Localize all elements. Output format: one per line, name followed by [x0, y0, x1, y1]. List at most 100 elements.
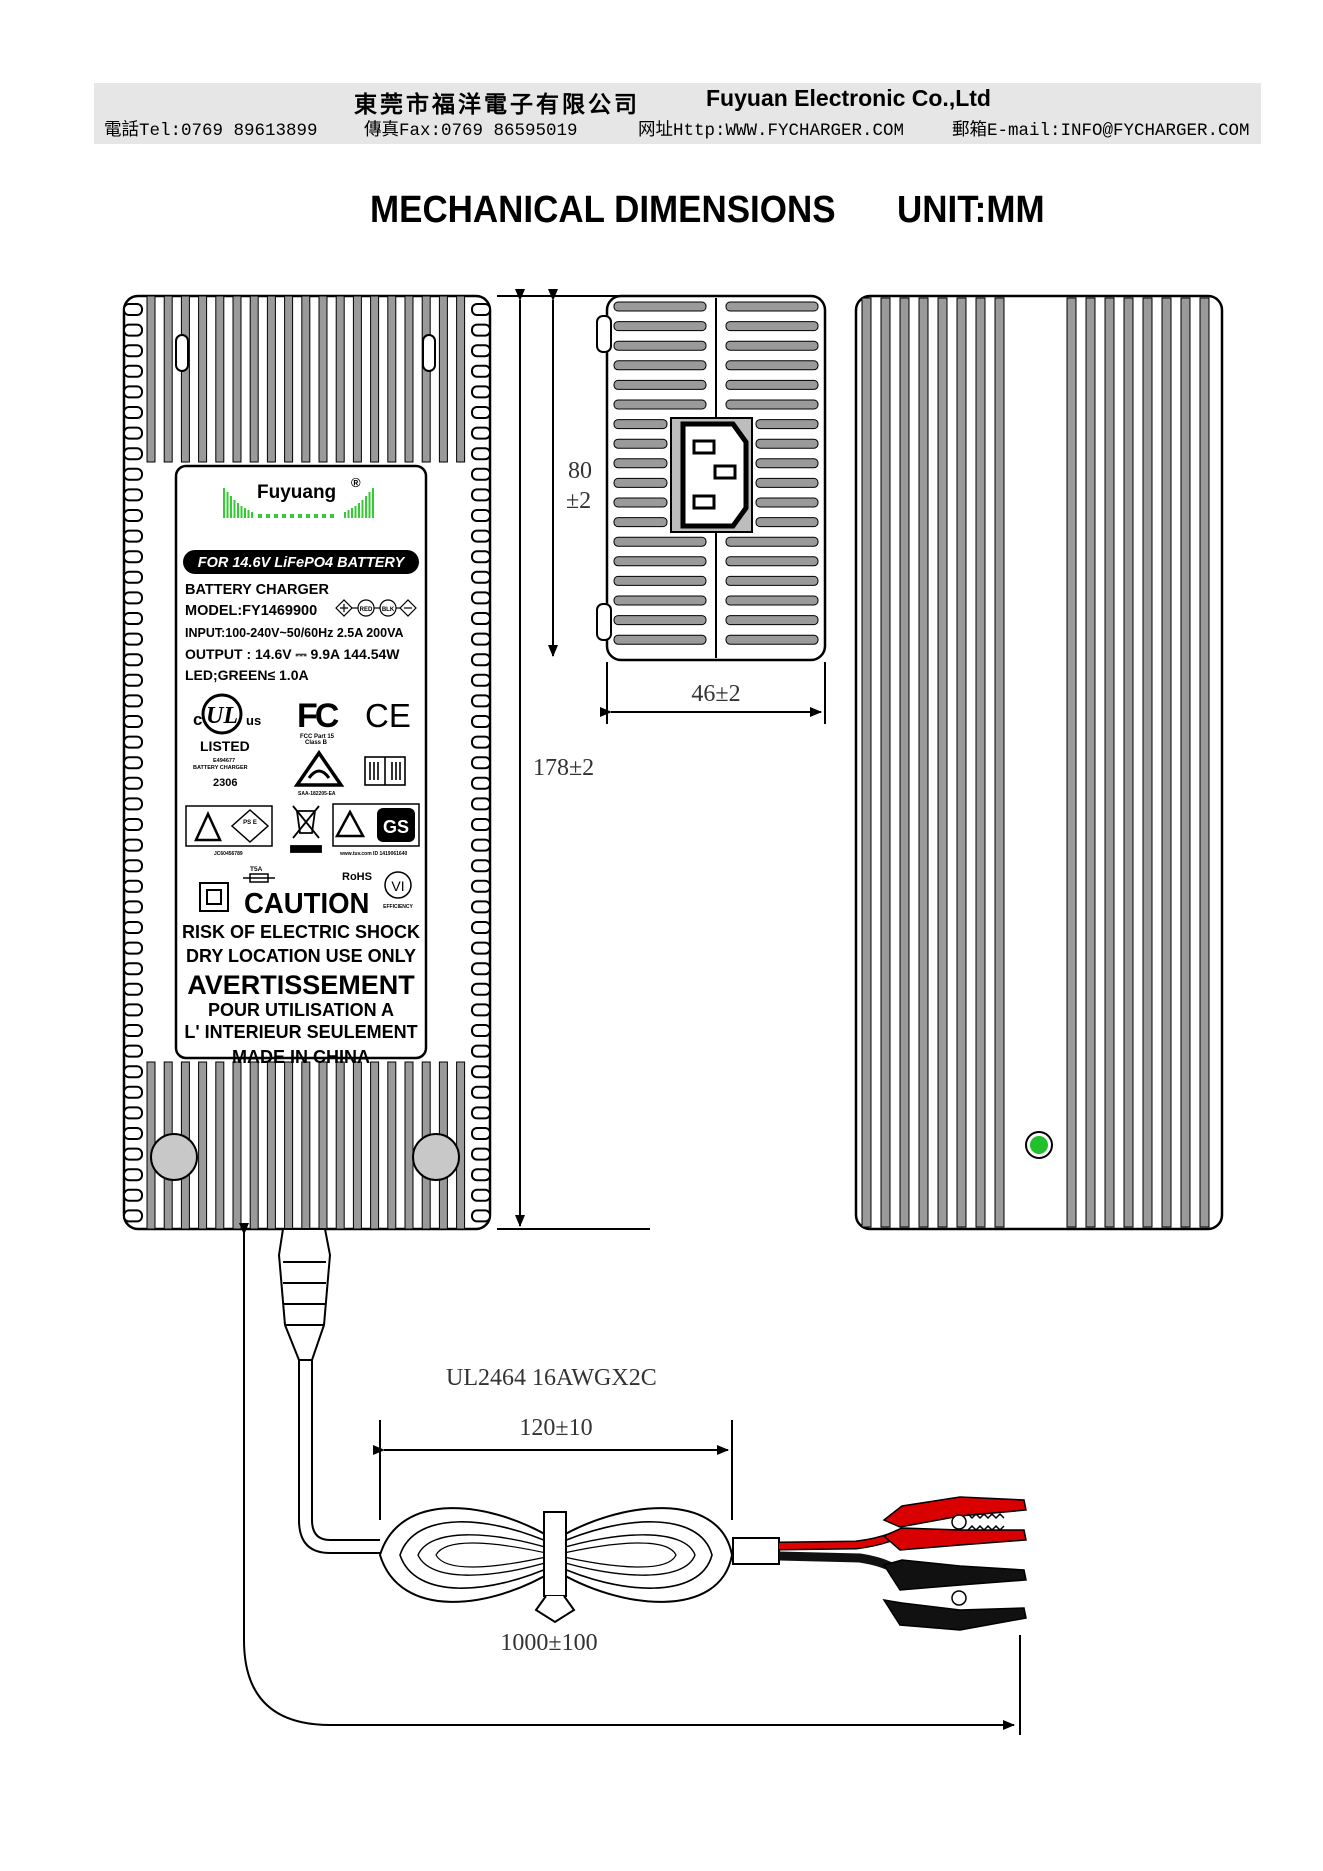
side-tab [123, 632, 143, 646]
side-tab [471, 344, 491, 358]
website: 网址Http:WWW.FYCHARGER.COM [638, 121, 905, 141]
side-tab [123, 818, 143, 831]
pse-text: PS E [243, 820, 257, 826]
logo-bar [347, 510, 350, 518]
side-tab [471, 1003, 491, 1017]
heatsink-fin [335, 1061, 345, 1230]
heatsink-fin [725, 321, 819, 332]
heatsink-fin [613, 458, 668, 469]
heatsink-fin [335, 295, 345, 463]
logo-bar [351, 508, 353, 518]
heatsink-fin [613, 634, 707, 645]
side-tab [471, 859, 491, 873]
side-tab [471, 467, 491, 481]
logo-bar [344, 512, 346, 518]
label-led: LED;GREEN≤ 1.0A [185, 667, 309, 683]
side-tab [471, 879, 491, 893]
side-tab [123, 838, 143, 852]
side-tab [471, 1147, 491, 1161]
logo-bar [274, 514, 278, 518]
logo-bar [358, 503, 360, 518]
side-tab [123, 1209, 143, 1223]
heatsink-fin [755, 419, 819, 430]
label-model: MODEL:FY1469900 [185, 603, 317, 619]
logo-bar [237, 503, 239, 518]
heatsink-fin [613, 497, 668, 508]
side-tab [123, 406, 143, 419]
heatsink-fin [266, 1061, 276, 1230]
company-name-en: Fuyuan Electronic Co.,Ltd [706, 85, 991, 111]
heatsink-fin [613, 360, 707, 371]
height-value-b: ±2 [566, 488, 591, 514]
heatsink-fin [613, 517, 668, 528]
side-tab [471, 1168, 491, 1182]
width-value: 46±2 [691, 681, 740, 707]
heatsink-fin [198, 1061, 208, 1230]
side-tab [123, 859, 143, 873]
heatsink-fin [1123, 297, 1134, 1228]
polarity-icon [335, 599, 417, 617]
ce-mark: CE [365, 697, 411, 734]
side-tab [471, 694, 491, 708]
pse-mark [185, 805, 273, 847]
foot-right [412, 1133, 460, 1181]
side-tab [471, 673, 491, 687]
fcc-note2: Class B [305, 740, 328, 746]
heatsink-fin [198, 295, 208, 463]
side-tab [471, 756, 491, 770]
unit-label: UNIT:MM [897, 189, 1045, 231]
heatsink-fin [1180, 297, 1191, 1228]
side-tab [471, 303, 491, 316]
heatsink-fin [725, 615, 819, 626]
pour-text: POUR UTILISATION A [208, 1000, 394, 1020]
side-tab [123, 1188, 143, 1202]
side-tab [123, 426, 143, 440]
heatsink-fin [613, 575, 707, 586]
side-tab [123, 982, 143, 996]
heatsink-fin [613, 556, 707, 567]
side-tab [471, 962, 491, 976]
logo-bar [361, 500, 364, 518]
rating-label [174, 464, 428, 1060]
heatsink-fin [456, 295, 466, 463]
logo-bar [244, 508, 246, 518]
side-tab [471, 447, 491, 461]
height-value-a: 80 [568, 458, 592, 484]
fcc-note1: FCC Part 15 [300, 734, 335, 740]
side-tab [123, 1147, 143, 1161]
heatsink-fin [918, 297, 929, 1228]
side-tab [471, 1065, 491, 1079]
heatsink-fin [163, 295, 173, 463]
jet-number: JC60456789 [214, 851, 243, 857]
loop-value: 120±10 [519, 1415, 592, 1441]
email: 郵箱E-mail:INFO@FYCHARGER.COM [952, 121, 1250, 141]
side-tab [123, 550, 143, 564]
made-in-text: MADE IN CHINA [232, 1047, 370, 1067]
side-tab [471, 591, 491, 605]
side-tab [471, 570, 491, 584]
side-tab [123, 921, 143, 934]
heatsink-fin [249, 1061, 259, 1230]
side-tab [123, 385, 143, 399]
heatsink-fin [1199, 297, 1210, 1228]
avertissement-text: AVERTISSEMENT [187, 970, 415, 1000]
side-tab [123, 1168, 143, 1182]
side-tab [471, 715, 491, 728]
cable-strain-relief [277, 1228, 332, 1361]
side-tab [123, 797, 143, 811]
logo-bar [365, 496, 367, 518]
side-tab [123, 1065, 143, 1079]
heatsink-fin [387, 295, 397, 463]
heatsink-fin [725, 536, 819, 547]
heatsink-fin [613, 321, 707, 332]
side-tab [471, 941, 491, 955]
efficiency-text: EFFICIENCY [383, 904, 413, 910]
heatsink-fin [725, 634, 819, 645]
heatsink-fin [937, 297, 948, 1228]
heatsink-fin [755, 517, 819, 528]
saa-number: SAA-182205-EA [298, 791, 336, 797]
label-line1: BATTERY CHARGER [185, 582, 329, 598]
heatsink-fin [994, 297, 1005, 1228]
dry-text: DRY LOCATION USE ONLY [186, 946, 416, 966]
heatsink-fin [613, 399, 707, 410]
